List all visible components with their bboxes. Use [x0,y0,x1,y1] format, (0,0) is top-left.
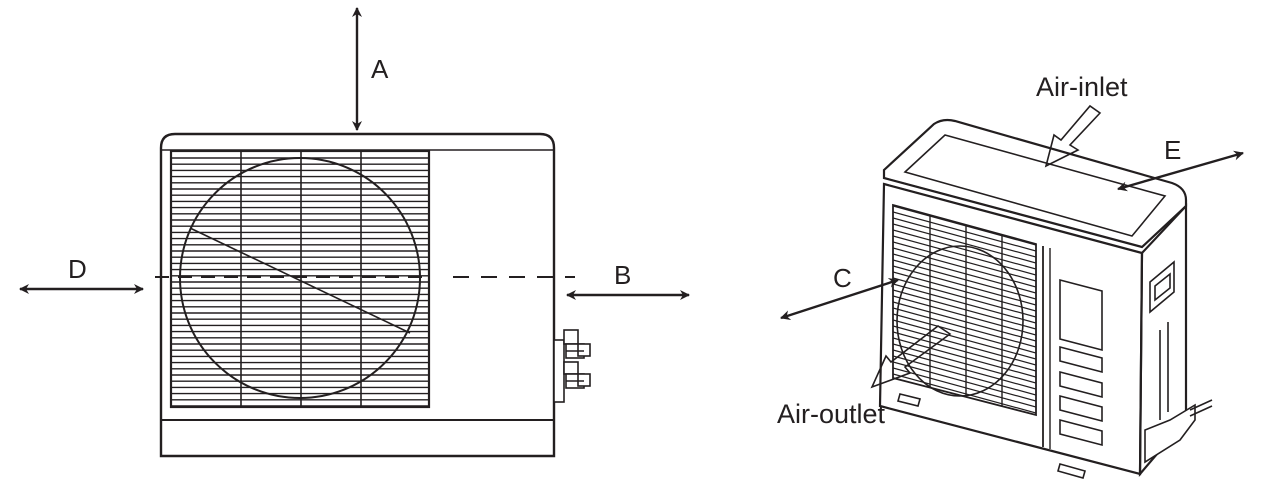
air-outlet-arrow [870,325,952,389]
front-grille [169,149,431,409]
perspective-grille [892,203,1037,417]
outdoor-unit-perspective-view: C E Air-inlet Air-outlet [777,72,1244,479]
clearance-arrow-e [1117,150,1244,192]
label-e: E [1164,135,1181,165]
label-c: C [833,263,852,293]
label-air-outlet: Air-outlet [777,399,886,429]
clearance-arrow-c [780,278,899,320]
air-inlet-arrow [1044,104,1102,168]
label-air-inlet: Air-inlet [1036,72,1128,102]
label-a: A [371,54,389,84]
label-d: D [68,254,87,284]
outdoor-unit-front-view: A D B [19,6,690,458]
service-valves [553,329,591,403]
mounting-feet [897,393,1086,479]
label-b: B [614,260,631,290]
side-panel [1059,278,1103,447]
side-handle [1144,260,1213,464]
